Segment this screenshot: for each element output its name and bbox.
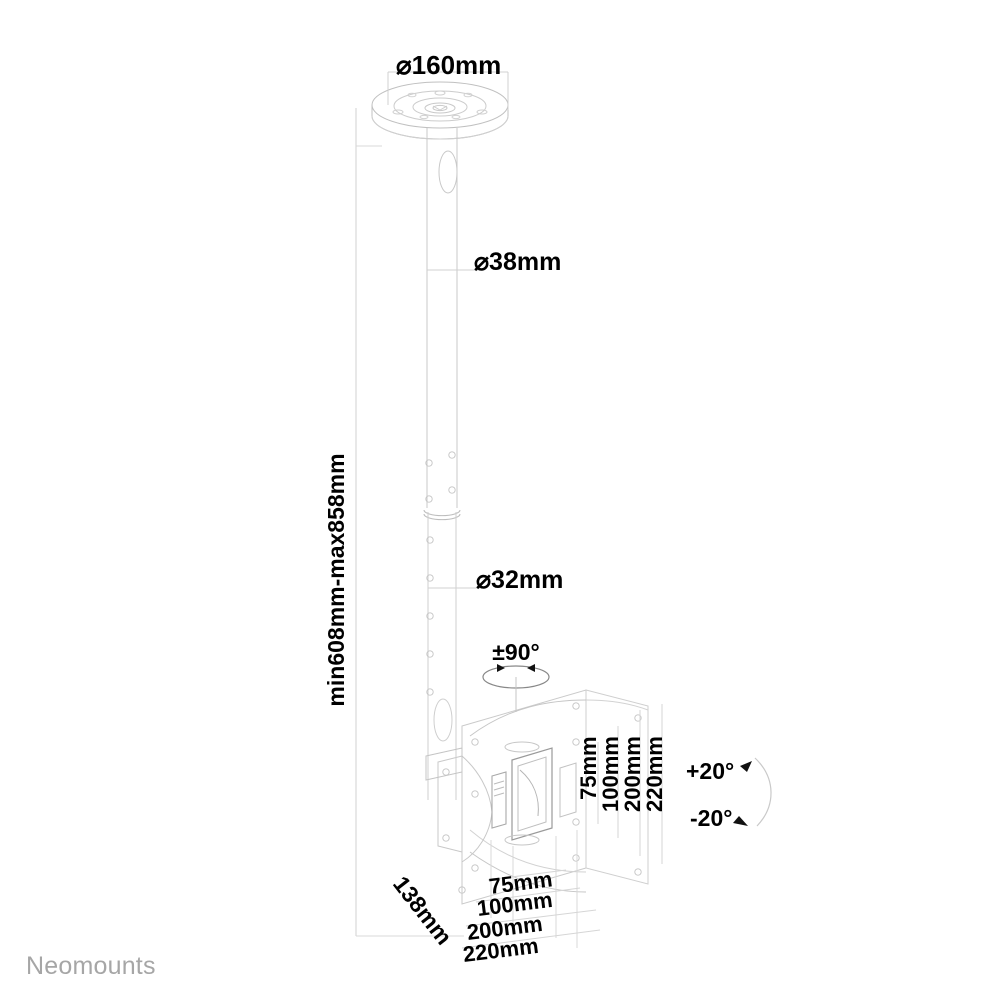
- vesa-plate-top-cutout-back: [585, 699, 649, 711]
- safety-lock-line-1: [493, 780, 505, 785]
- safety-lock-line-2: [493, 786, 505, 791]
- lower-tube-seam-ellipse: [433, 698, 453, 742]
- vesa-h-line-200: [465, 909, 597, 927]
- ceiling-plate-hole-6: [419, 114, 429, 120]
- rotation-arrow-left: [497, 664, 505, 672]
- rotation-label: ±90°: [492, 639, 539, 665]
- safety-lock-strip: [491, 771, 507, 829]
- tilt-arc: [754, 757, 772, 827]
- vesa-h-line-220: [461, 929, 601, 949]
- tilt-arrow-up: [740, 761, 752, 772]
- vesa-bracket-assembly: [425, 689, 649, 948]
- dimension-label-32: ⌀32mm: [476, 566, 563, 594]
- rotation-indicator: ±90°: [482, 639, 550, 712]
- dimension-label-tilt-plus: +20°: [686, 758, 734, 784]
- vesa-vertical-label-200: 200mm: [620, 736, 645, 812]
- pole-clamp: [425, 747, 463, 781]
- vesa-h-line-100: [475, 887, 581, 903]
- vesa-center-mark-bottom: [504, 834, 540, 846]
- joint-collar: [423, 509, 461, 517]
- upper-tube: [426, 128, 458, 508]
- ceiling-plate-center-bore: [432, 104, 448, 112]
- vesa-center-mark-top: [504, 741, 540, 753]
- brand-wordmark: Neomounts: [26, 952, 156, 980]
- tilt-arrow-down: [733, 816, 748, 826]
- vesa-vertical-label-220: 220mm: [642, 736, 667, 812]
- ceiling-plate-inner-ring-2: [412, 97, 468, 117]
- dimension-vesa-horizontal: 75mm 100mm 200mm 220mm: [461, 866, 601, 967]
- dimension-vesa-vertical: 75mm 100mm 200mm 220mm: [576, 704, 667, 864]
- vesa-adapter-rib: [519, 769, 539, 817]
- vesa-adapter-panel: [511, 747, 553, 841]
- dimension-diameter-32: ⌀32mm: [428, 566, 563, 594]
- ceiling-plate-hole-2: [476, 109, 488, 115]
- dimension-label-height-range: min608mm-max858mm: [323, 453, 349, 706]
- safety-lock-line-3: [493, 792, 505, 797]
- joint-collar-lower: [423, 513, 461, 521]
- vesa-vertical-label-75: 75mm: [576, 736, 601, 800]
- ceiling-plate-hole-7: [451, 114, 461, 120]
- dimension-diameter-38: ⌀38mm: [427, 248, 561, 276]
- tilt-arm-curve-top: [461, 755, 493, 813]
- dimension-depth-138: 138mm: [388, 871, 457, 949]
- upper-tube-fasteners: [425, 451, 456, 503]
- vesa-adapter-panel-inner: [517, 756, 547, 832]
- vesa-plate-top-cutout: [469, 699, 587, 737]
- dimension-height-range: min608mm-max858mm: [323, 108, 464, 937]
- upper-tube-seam-ellipse: [438, 150, 458, 194]
- rotation-arrow-right: [527, 664, 535, 672]
- telescopic-joint: [423, 509, 461, 521]
- ceiling-plate-hole-4: [407, 92, 417, 98]
- vesa-h-line-75: [487, 869, 567, 881]
- dimension-label-138: 138mm: [388, 871, 457, 949]
- dimension-tilt: +20° -20°: [686, 757, 772, 831]
- ceiling-plate-hole-1: [392, 109, 404, 115]
- dimension-label-tilt-minus: -20°: [690, 805, 732, 831]
- ceiling-plate-slot-1: [432, 105, 448, 111]
- dimension-label-160: ⌀160mm: [396, 50, 501, 80]
- vesa-plate-bottom-cutout: [469, 851, 587, 893]
- dimension-label-38: ⌀38mm: [474, 248, 561, 276]
- tilt-arm-left: [437, 755, 463, 853]
- vesa-plate-depth-face: [585, 689, 649, 885]
- ceiling-plate-bottom-rim: [371, 115, 509, 140]
- ceiling-plate-assembly: [371, 81, 509, 140]
- vesa-vertical-label-100: 100mm: [598, 736, 623, 812]
- dimension-diameter-160: ⌀160mm: [387, 50, 509, 110]
- vesa-plate-bottom-cutout-back: [469, 829, 587, 873]
- ceiling-plate-hole-3: [434, 90, 446, 96]
- ceiling-plate-hole-5: [463, 92, 473, 98]
- vesa-right-slot: [559, 762, 577, 818]
- ceiling-plate-hub: [424, 102, 456, 114]
- tilt-arm-curve-bottom: [461, 811, 493, 863]
